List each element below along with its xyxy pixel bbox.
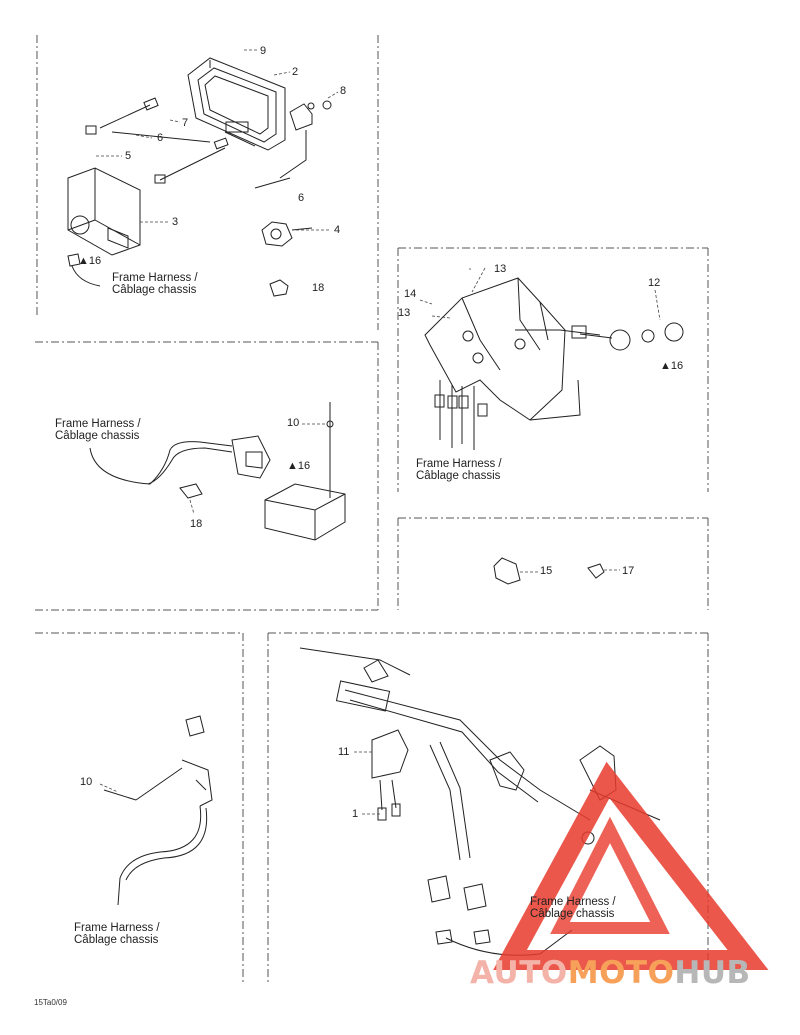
pushnut-17 (587, 563, 605, 579)
callout-10-b: 10 (80, 776, 93, 788)
callout-1: 1 (352, 808, 359, 820)
callout-13-b: 13 (398, 307, 411, 319)
frame-harness-en-5: Frame Harness / (530, 896, 616, 908)
frame-harness-en-4: Frame Harness / (74, 922, 160, 934)
frame-harness-fr-4: Câblage chassis (74, 934, 159, 946)
dash-panel (424, 277, 601, 450)
frame-harness-label-5: Frame Harness / Câblage chassis (530, 896, 616, 920)
frame-harness-label-1: Frame Harness / Câblage chassis (112, 272, 198, 296)
callout-16-b-text: 16 (297, 460, 311, 472)
frame-harness-label-4: Frame Harness / Câblage chassis (74, 922, 160, 946)
adjuster-and-clip (279, 100, 332, 179)
panel-borders (35, 35, 709, 985)
watermark-part-2: MOTO (567, 955, 675, 991)
pigtail (67, 253, 101, 287)
callout-4: 4 (334, 224, 341, 236)
leaders-mid (189, 423, 326, 515)
sensor-cable (103, 715, 213, 906)
callout-7: 7 (182, 117, 189, 129)
frame-harness-label-2: Frame Harness / Câblage chassis (55, 418, 141, 442)
relay-box (264, 402, 346, 541)
headlamp-lens (67, 167, 141, 256)
connector-clip (269, 279, 289, 297)
frame-harness-en-2: Frame Harness / (55, 418, 141, 430)
callout-6-a: 6 (157, 132, 164, 144)
watermark-logo-triangle (493, 761, 769, 970)
leaders-headlamp (96, 49, 339, 231)
callout-16-b: ▲16 (287, 460, 311, 472)
watermark-wordmark: AUTOMOTOHUB (470, 955, 751, 991)
ignition-switch (571, 322, 684, 351)
document-reference: 15Ta0/09 (34, 998, 67, 1007)
clip-15 (493, 557, 521, 585)
watermark-part-3: HUB (674, 955, 751, 991)
frame-harness-fr-3: Câblage chassis (416, 470, 501, 482)
callout-12: 12 (648, 277, 661, 289)
frame-harness-en-3: Frame Harness / (416, 458, 502, 470)
handlebar-switch (371, 729, 409, 821)
callout-11: 11 (338, 746, 350, 758)
leaders-bl (99, 783, 119, 793)
callout-16-c-text: 16 (670, 360, 684, 372)
frame-harness-label-3: Frame Harness / Câblage chassis (416, 458, 502, 482)
handlebar (299, 647, 591, 861)
callout-8: 8 (340, 85, 347, 97)
callout-2: 2 (292, 66, 299, 78)
callout-14: 14 (404, 288, 417, 300)
frame-harness-fr-5: Câblage chassis (530, 908, 615, 920)
callout-17: 17 (622, 565, 635, 577)
watermark-part-1: AUTO (470, 955, 568, 991)
callout-16-a: ▲16 (78, 255, 102, 267)
callout-6-b: 6 (298, 192, 305, 204)
leaders-br (354, 751, 380, 815)
frame-harness-en-1: Frame Harness / (112, 272, 198, 284)
harness-wire (89, 435, 271, 499)
bulb (261, 221, 313, 247)
screws-and-springs (85, 97, 291, 189)
callout-3: 3 (172, 216, 179, 228)
callout-15: 15 (540, 565, 553, 577)
callout-5: 5 (125, 150, 132, 162)
callout-9: 9 (260, 45, 267, 57)
callout-16-c: ▲16 (660, 360, 684, 372)
callout-13-a: 13 (494, 263, 507, 275)
frame-harness-fr-1: Câblage chassis (112, 284, 197, 296)
headlamp-housing (187, 57, 286, 151)
callout-16-a-text: 16 (88, 255, 102, 267)
leaders-dash (419, 267, 661, 321)
callout-18-b: 18 (190, 518, 203, 530)
callout-10-a: 10 (287, 417, 300, 429)
callout-18-a: 18 (312, 282, 325, 294)
leaders-15-17 (520, 569, 620, 573)
frame-harness-fr-2: Câblage chassis (55, 430, 140, 442)
